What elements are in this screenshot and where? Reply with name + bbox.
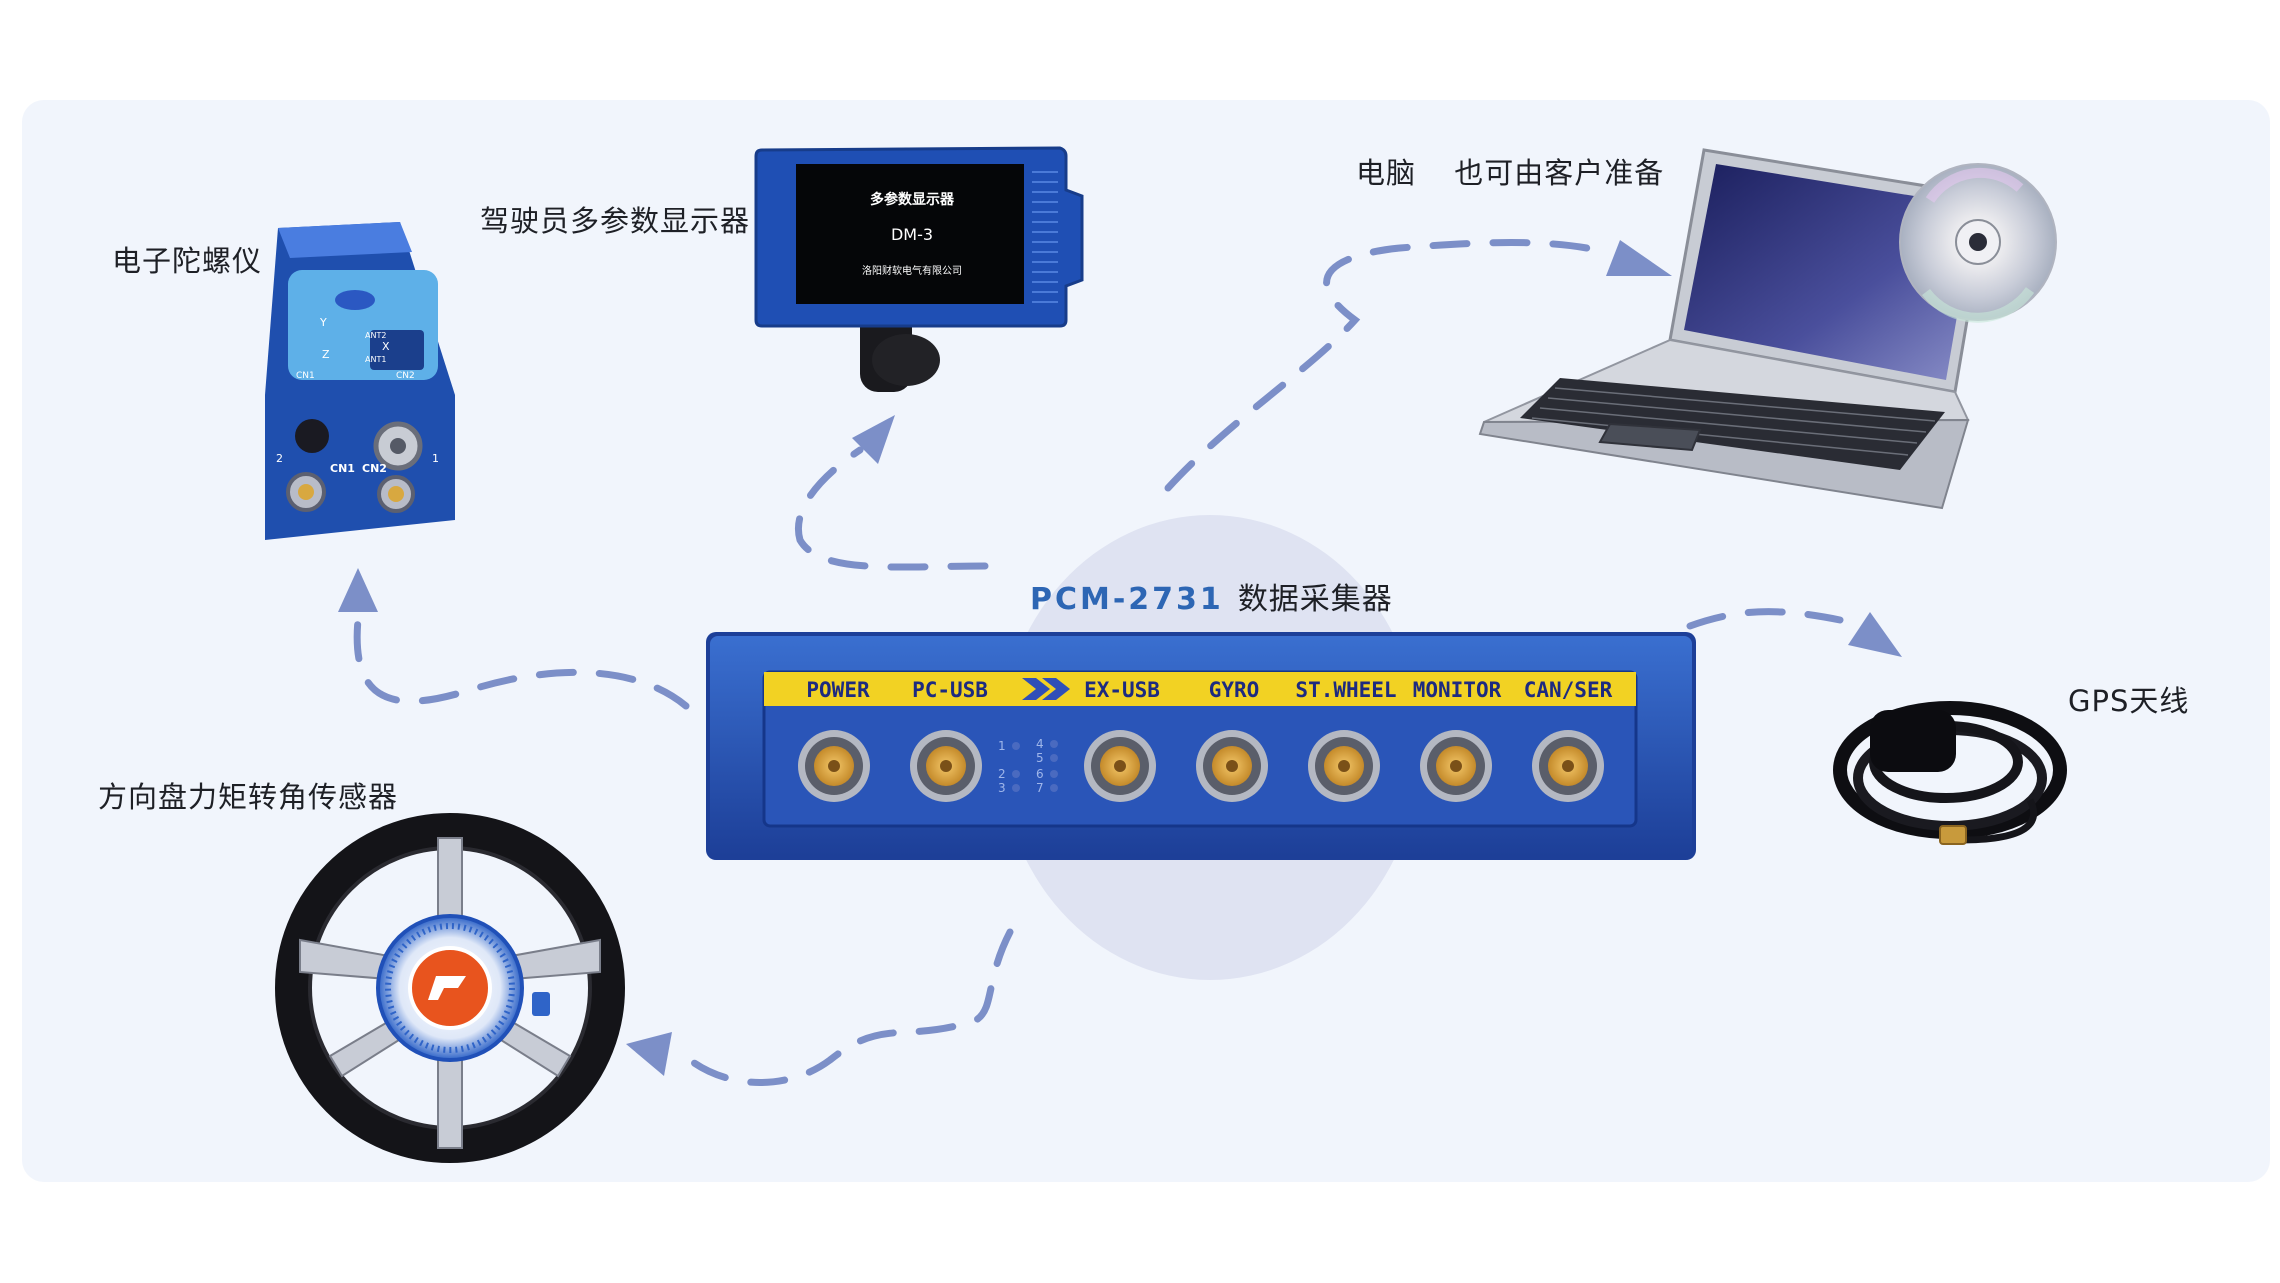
led-label-3: 3 <box>998 781 1006 795</box>
port-ex-usb <box>1084 730 1156 802</box>
hub-device: POWER PC-USB EX-USB GYRO ST.WHEEL MONITO… <box>706 632 1696 860</box>
hub-model: PCM-2731 <box>1030 582 1224 617</box>
display-screen-maker: 洛阳财软电气有限公司 <box>862 264 962 277</box>
computer-label: 电脑 <box>1356 156 1417 190</box>
connector-lines <box>353 239 1844 1086</box>
link-hub-to-gyro <box>353 616 690 710</box>
gyro-axis-z: Z <box>322 348 330 361</box>
gyro-device: Y X Z ANT2 ANT1 CN1 CN2 CN1 CN2 2 1 <box>265 222 455 540</box>
link-hub-to-laptop <box>1164 239 1614 492</box>
gyro-axis-y: Y <box>319 316 327 329</box>
chevron-right-icon <box>1022 678 1070 700</box>
gyro-cn2-top-label: CN2 <box>396 371 415 381</box>
gyro-ant2-label: ANT2 <box>365 331 386 340</box>
display-screen-title: 多参数显示器 <box>870 191 955 208</box>
port-label-st-wheel: ST.WHEEL <box>1295 678 1396 702</box>
gyro-label: 电子陀螺仪 <box>112 244 263 278</box>
led-label-6: 6 <box>1036 767 1044 781</box>
computer-note: 也可由客户准备 <box>1454 156 1665 190</box>
gyro-side-mark-2: 2 <box>276 452 283 465</box>
gyro-ant1-label: ANT1 <box>365 355 386 364</box>
arrowhead-wheel <box>626 1032 672 1076</box>
arrowhead-laptop <box>1606 240 1672 276</box>
gps-label: GPS天线 <box>2068 684 2190 718</box>
hub-connectors <box>798 730 1604 802</box>
port-label-monitor: MONITOR <box>1413 678 1502 702</box>
link-hub-to-wheel <box>686 928 1014 1086</box>
gyro-axis-x: X <box>382 340 390 353</box>
port-can-ser <box>1532 730 1604 802</box>
arrowhead-display <box>852 415 895 464</box>
gps-device <box>1833 701 2067 845</box>
cd-disc <box>1899 163 2057 323</box>
hub-title: PCM-2731 数据采集器 <box>1030 574 1393 618</box>
port-label-ex-usb: EX-USB <box>1084 678 1160 702</box>
port-label-power: POWER <box>806 678 870 702</box>
port-label-pc-usb: PC-USB <box>912 678 988 702</box>
hub-name: 数据采集器 <box>1237 582 1393 617</box>
display-device: 多参数显示器 DM-3 洛阳财软电气有限公司 <box>754 146 1084 392</box>
computer-label-group: 电脑 也可由客户准备 <box>1356 150 1664 192</box>
display-label: 驾驶员多参数显示器 <box>480 204 751 238</box>
gyro-cn1-label: CN1 <box>330 462 355 475</box>
led-label-7: 7 <box>1036 781 1044 795</box>
port-pc-usb <box>910 730 982 802</box>
arrowheads <box>338 240 1902 1076</box>
link-hub-to-display <box>795 446 989 571</box>
gyro-cn1-top-label: CN1 <box>296 371 315 381</box>
gyro-cn2-label: CN2 <box>362 462 387 475</box>
port-power <box>798 730 870 802</box>
led-label-5: 5 <box>1036 751 1044 765</box>
link-hub-to-gps <box>1686 608 1844 630</box>
led-indicators: 1 2 3 4 5 6 7 <box>998 737 1058 795</box>
port-label-gyro: GYRO <box>1209 678 1260 702</box>
gyro-port-black <box>295 419 329 453</box>
port-label-can-ser: CAN/SER <box>1524 678 1613 702</box>
arrowhead-gyro <box>338 568 378 612</box>
port-gyro <box>1196 730 1268 802</box>
led-label-2: 2 <box>998 767 1006 781</box>
steering-wheel-device <box>275 813 625 1163</box>
wheel-label: 方向盘力矩转角传感器 <box>98 780 399 814</box>
arrowhead-gps <box>1848 612 1902 657</box>
led-label-4: 4 <box>1036 737 1044 751</box>
display-screen-model: DM-3 <box>891 225 933 244</box>
laptop-device <box>1478 148 2057 510</box>
port-st-wheel <box>1308 730 1380 802</box>
gyro-side-mark-1: 1 <box>432 452 439 465</box>
port-monitor <box>1420 730 1492 802</box>
led-label-1: 1 <box>998 739 1006 753</box>
